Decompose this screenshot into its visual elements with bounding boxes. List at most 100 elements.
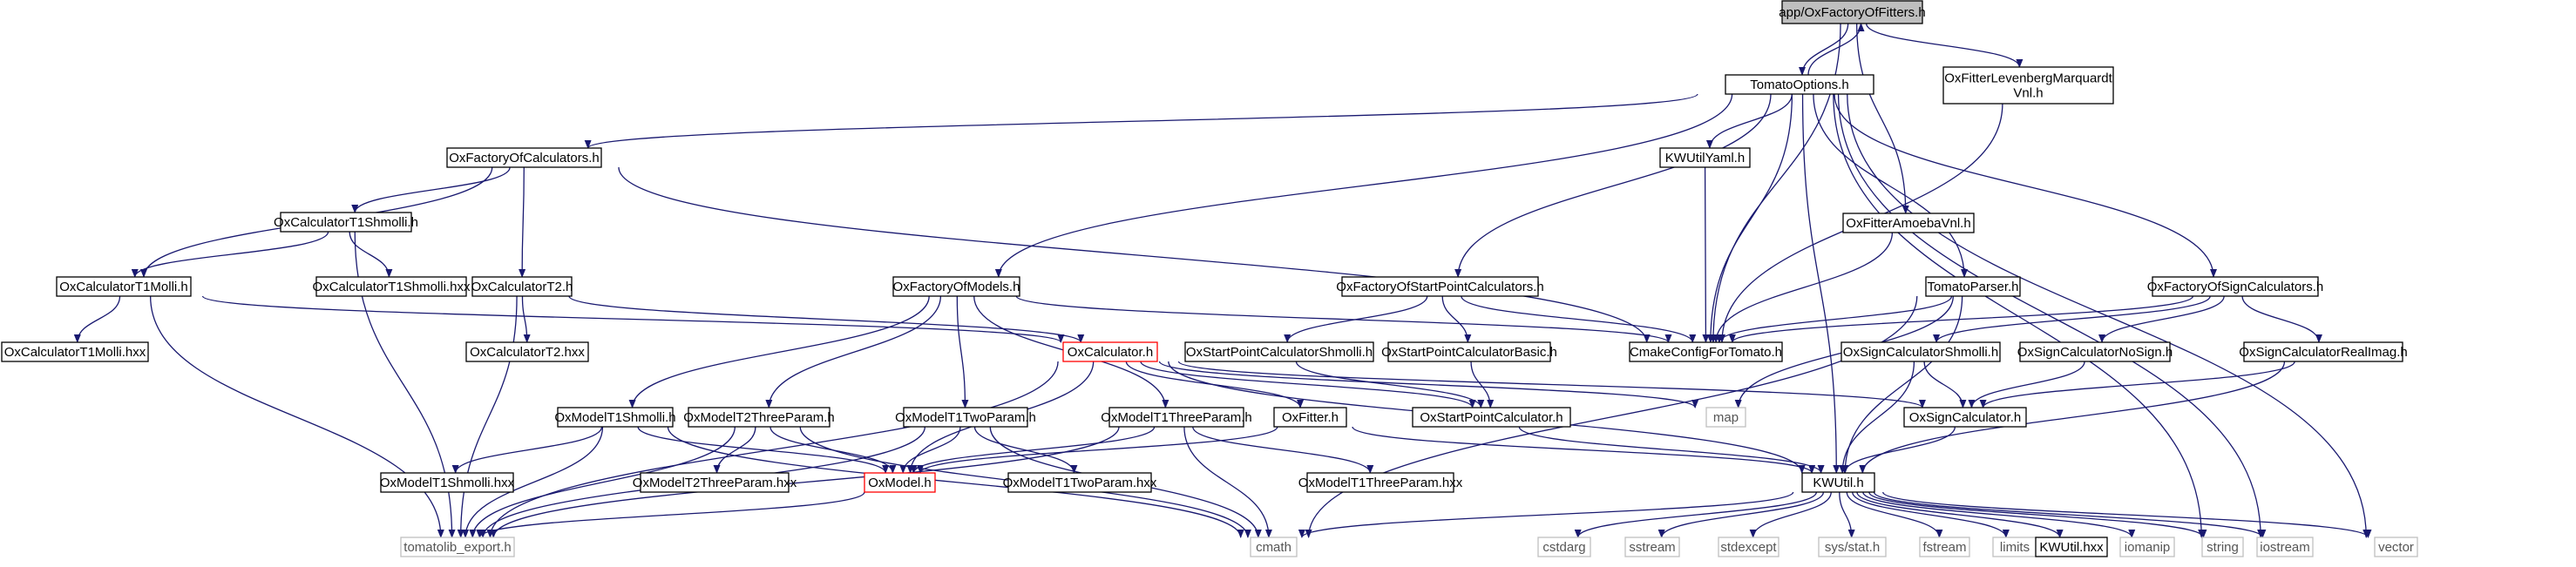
node-box: [1273, 407, 1347, 428]
node-kwYaml[interactable]: KWUtilYaml.h: [1659, 147, 1751, 168]
node-box: [1925, 276, 2021, 297]
node-amoeba[interactable]: OxFitterAmoebaVnl.h: [1842, 213, 1975, 233]
node-fitter[interactable]: OxFitter.h: [1273, 407, 1347, 428]
node-mTwo[interactable]: OxModelT1TwoParam.h: [895, 407, 1036, 428]
node-label: cmath: [1256, 540, 1291, 555]
node-cstdarg: cstdarg: [1537, 537, 1591, 557]
edge-factCalc-to-shmolli: [351, 166, 511, 213]
node-vector: vector: [2374, 537, 2418, 557]
edge-mThree-to-mThreeHxx: [1192, 426, 1374, 474]
node-box: [1387, 341, 1551, 362]
node-model[interactable]: OxModel.h: [864, 472, 936, 493]
node-factStart[interactable]: OxFactoryOfStartPointCalculators.h: [1336, 276, 1544, 297]
node-molli[interactable]: OxCalculatorT1Molli.h: [56, 276, 192, 297]
edge-calc-to-spCalc: [1140, 361, 1476, 408]
node-shmolliHxx[interactable]: OxCalculatorT1Shmolli.hxx: [313, 276, 471, 297]
node-parser[interactable]: TomatoParser.h: [1925, 276, 2021, 297]
node-stdexcept: stdexcept: [1718, 537, 1779, 557]
node-sgCalc[interactable]: OxSignCalculator.h: [1903, 407, 2027, 428]
node-factCalc[interactable]: OxFactoryOfCalculators.h: [446, 147, 602, 168]
edge-tomatoOptions-to-kwYaml: [1705, 93, 1793, 149]
edge-spCalc-to-kwutil: [1518, 426, 1825, 474]
edge-tomatoOptions-to-iostream: [1837, 93, 2265, 538]
node-kwutil[interactable]: KWUtil.h: [1801, 472, 1875, 493]
edge-mShmolli-to-model: [637, 426, 890, 474]
node-label: KWUtil.hxx: [2039, 540, 2104, 555]
node-mThree[interactable]: OxModelT1ThreeParam.h: [1101, 407, 1252, 428]
edge-kwutil-to-cmath: [1298, 491, 1794, 538]
node-label: string: [2207, 540, 2239, 555]
node-spShmolli[interactable]: OxStartPointCalculatorShmolli.h: [1184, 341, 1374, 362]
node-tomatoOptions[interactable]: TomatoOptions.h: [1725, 74, 1874, 95]
node-factModels[interactable]: OxFactoryOfModels.h: [892, 276, 1020, 297]
edge-root-to-lm: [1866, 23, 2024, 68]
node-mShmolliHxx[interactable]: OxModelT1Shmolli.hxx: [380, 472, 515, 493]
edge-mT2-to-mT2Hxx: [713, 426, 756, 474]
node-label: OxCalculatorT1Shmolli.h: [274, 215, 418, 230]
node-molliHxx[interactable]: OxCalculatorT1Molli.hxx: [1, 341, 149, 362]
edge-mThree-to-export: [490, 426, 1120, 538]
node-cmake[interactable]: CmakeConfigForTomato.h: [1629, 341, 1783, 362]
node-label: OxCalculatorT2.hxx: [470, 345, 585, 360]
edge-tomatoOptions-to-factCalc: [585, 93, 1698, 149]
node-box: [471, 276, 573, 297]
node-box: [1184, 341, 1374, 362]
edge-tomatoOptions-to-factStart: [1454, 93, 1772, 278]
node-box: [892, 276, 1020, 297]
node-mT2[interactable]: OxModelT2ThreeParam.h: [683, 407, 835, 428]
edge-factSign-to-sgShmolli: [1933, 295, 2211, 343]
edge-factSign-to-sgNoSign: [2098, 295, 2225, 343]
edge-fitter-to-kwutil: [1352, 426, 1816, 474]
node-box: [465, 341, 589, 362]
node-kwHxx[interactable]: KWUtil.hxx: [2035, 537, 2108, 557]
node-box: [1007, 472, 1152, 493]
node-label: OxFactoryOfStartPointCalculators.h: [1336, 280, 1543, 294]
edge-kwutil-to-vector: [1882, 491, 2372, 538]
node-mThreeHxx[interactable]: OxModelT1ThreeParam.hxx: [1298, 472, 1463, 493]
node-box: [446, 147, 602, 168]
edge-factModels-to-mShmolli: [628, 295, 930, 408]
node-box: [1062, 341, 1158, 362]
node-box: [280, 212, 412, 233]
edge-root-to-tomatoOptions: [1799, 23, 1849, 76]
edge-mThree-to-cmath: [1183, 426, 1272, 538]
node-root[interactable]: app/OxFactoryOfFitters.h: [1779, 0, 1926, 24]
node-label: stdexcept: [1720, 540, 1777, 555]
node-sgReal[interactable]: OxSignCalculatorRealImag.h: [2239, 341, 2408, 362]
node-mShmolli[interactable]: OxModelT1Shmolli.h: [554, 407, 676, 428]
edge-kwutil-to-iomanip: [1862, 491, 2136, 538]
node-label: OxFactoryOfModels.h: [893, 280, 1020, 294]
edge-spShmolli-to-spCalc: [1295, 361, 1485, 408]
node-label: cstdarg: [1542, 540, 1585, 555]
edge-kwutil-to-iostream: [1873, 491, 2267, 538]
edge-mTwo-to-model: [899, 426, 961, 474]
node-label: OxCalculator.h: [1068, 345, 1153, 360]
edge-sgNoSign-to-sgCalc: [1968, 361, 2085, 408]
node-label: vector: [2378, 540, 2414, 555]
edge-factSign-to-cmake: [1729, 295, 2194, 343]
edge-factStart-to-spShmolli: [1284, 295, 1428, 343]
node-factSign[interactable]: OxFactoryOfSignCalculators.h: [2147, 276, 2324, 297]
node-mT2Hxx[interactable]: OxModelT2ThreeParam.hxx: [633, 472, 797, 493]
node-spCalc[interactable]: OxStartPointCalculator.h: [1412, 407, 1571, 428]
node-label: OxModelT1ThreeParam.hxx: [1298, 476, 1463, 490]
node-box: [1781, 0, 1923, 24]
edge-t2-to-t2Hxx: [521, 295, 531, 343]
node-t2Hxx[interactable]: OxCalculatorT2.hxx: [465, 341, 589, 362]
edge-molli-to-calc: [201, 295, 1065, 343]
node-label: CmakeConfigForTomato.h: [1630, 345, 1782, 360]
edge-calc-to-export: [486, 361, 1059, 538]
node-sgShmolli[interactable]: OxSignCalculatorShmolli.h: [1840, 341, 2001, 362]
edge-shmolli-to-molli: [131, 231, 329, 278]
node-spBasic[interactable]: OxStartPointCalculatorBasic.h: [1381, 341, 1557, 362]
node-sgNoSign[interactable]: OxSignCalculatorNoSign.h: [2017, 341, 2173, 362]
node-shmolli[interactable]: OxCalculatorT1Shmolli.h: [274, 212, 418, 233]
node-box: [1250, 537, 1298, 557]
node-mTwoHxx[interactable]: OxModelT1TwoParam.hxx: [1003, 472, 1157, 493]
node-box: [315, 276, 467, 297]
node-box: [2374, 537, 2418, 557]
node-t2[interactable]: OxCalculatorT2.h: [471, 276, 573, 297]
node-calc[interactable]: OxCalculator.h: [1062, 341, 1158, 362]
node-map: map: [1705, 407, 1746, 428]
